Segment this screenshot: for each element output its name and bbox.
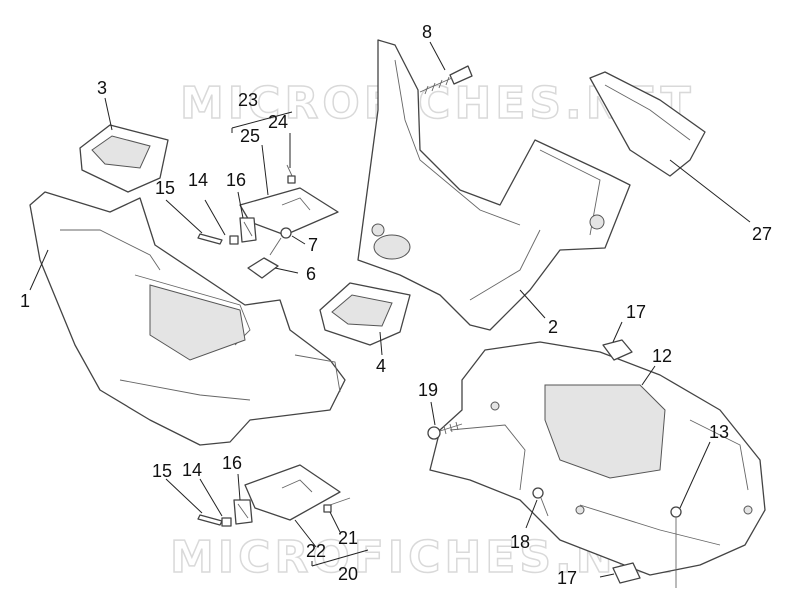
callout-14-upper: 14: [188, 170, 208, 190]
callout-7: 7: [308, 235, 318, 255]
callout-16-upper: 16: [226, 170, 246, 190]
callout-6: 6: [306, 264, 316, 284]
part-15-pin-lower: [197, 514, 223, 526]
callout-19: 19: [418, 380, 438, 400]
part-16-clip-upper: [239, 217, 257, 243]
callout-21: 21: [338, 528, 358, 548]
callout-14-lower: 14: [182, 460, 202, 480]
part-15-pin-upper: [197, 233, 223, 245]
part-24-clip-upper: [286, 164, 296, 184]
callout-12: 12: [652, 346, 672, 366]
callout-13: 13: [709, 422, 729, 442]
part-8-screw: [419, 65, 473, 95]
callout-4: 4: [376, 356, 386, 376]
callout-16-lower: 16: [222, 453, 242, 473]
part-7-screw: [269, 227, 292, 256]
callout-22: 22: [306, 541, 326, 561]
callout-15-lower: 15: [152, 461, 172, 481]
callout-2: 2: [548, 317, 558, 337]
part-1-handlebar-cover-front: [29, 191, 346, 446]
callout-1: 1: [20, 291, 30, 311]
part-3-cover: [79, 124, 169, 193]
callout-27: 27: [752, 224, 772, 244]
leader-lines: [29, 41, 751, 578]
part-18-screw: [532, 487, 549, 517]
callout-24: 24: [268, 112, 288, 132]
part-12-inner-panel: [429, 341, 766, 576]
part-21-clip-lower: [323, 497, 351, 513]
callouts: 3 1 2 4 6 7 8 12 13 14 14 15 15 16 16 17…: [20, 22, 772, 588]
part-4-cover: [319, 282, 411, 346]
callout-17-upper: 17: [626, 302, 646, 322]
part-13-screw: [670, 506, 682, 588]
part-14-washer-upper: [229, 235, 239, 245]
callout-17-lower: 17: [557, 568, 577, 588]
part-19-screw: [427, 421, 463, 440]
part-6-nut: [247, 257, 279, 279]
part-27-side-cover: [589, 71, 706, 177]
part-22-lid-lower: [244, 464, 341, 521]
part-17-nut-lower: [612, 562, 641, 584]
callout-23: 23: [238, 90, 258, 110]
callout-3: 3: [97, 78, 107, 98]
callout-25: 25: [240, 126, 260, 146]
part-16-clip-lower: [233, 499, 253, 525]
callout-15-upper: 15: [155, 178, 175, 198]
callout-18: 18: [510, 532, 530, 552]
callout-20: 20: [338, 564, 358, 584]
callout-8: 8: [422, 22, 432, 42]
part-2-handlebar-cover-rear: [357, 39, 631, 331]
part-17-nut-upper: [602, 339, 633, 361]
part-14-washer-lower: [221, 517, 232, 527]
